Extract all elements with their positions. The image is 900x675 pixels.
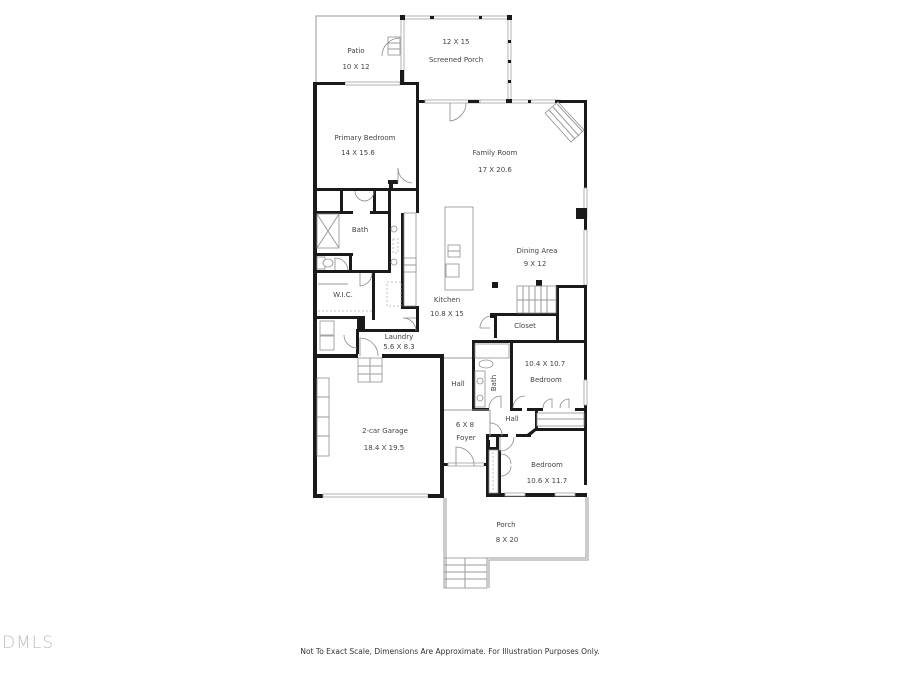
label-primary-bath: Bath: [352, 226, 368, 234]
label-closet: Closet: [514, 322, 536, 330]
porch-outline: [443, 497, 589, 588]
dims-family-room: 17 X 20.6: [478, 166, 512, 174]
label-patio: Patio: [347, 47, 364, 55]
label-laundry: Laundry: [385, 333, 414, 341]
label-family-room: Family Room: [473, 149, 518, 157]
exterior-walls: [313, 81, 588, 498]
interior-walls: [313, 100, 587, 497]
room-labels: Patio 10 X 12 12 X 15 Screened Porch Pri…: [333, 38, 567, 544]
patio-outline: [315, 15, 402, 82]
porch-steps: [443, 557, 488, 589]
fireplace-icon: [544, 101, 585, 143]
label-screened-porch: Screened Porch: [429, 56, 483, 64]
dims-patio: 10 X 12: [342, 63, 369, 71]
dims-kitchen: 10.8 X 15: [430, 310, 464, 318]
label-kitchen: Kitchen: [434, 296, 460, 304]
dims-foyer: 6 X 8: [456, 421, 474, 429]
label-porch: Porch: [496, 521, 515, 529]
watermark-logo: DMLS: [2, 633, 55, 653]
label-bedroom-2: Bedroom: [530, 376, 562, 384]
label-garage: 2-car Garage: [362, 427, 408, 435]
disclaimer-text: Not To Exact Scale, Dimensions Are Appro…: [300, 647, 600, 656]
label-bedroom-3: Bedroom: [531, 461, 563, 469]
dims-screened-porch: 12 X 15: [442, 38, 469, 46]
label-bath-2: Bath: [490, 375, 498, 391]
dims-garage: 18.4 X 19.5: [364, 444, 404, 452]
label-foyer: Foyer: [456, 434, 476, 442]
label-primary-bedroom: Primary Bedroom: [335, 134, 396, 142]
label-hall-1: Hall: [451, 380, 464, 388]
dims-laundry: 5.6 X 8.3: [383, 343, 415, 351]
door-swings: [334, 102, 570, 477]
label-dining-area: Dining Area: [517, 247, 558, 255]
patio-steps: [381, 36, 401, 57]
thin-partitions: [444, 357, 585, 436]
dims-porch: 8 X 20: [496, 536, 519, 544]
dims-primary-bedroom: 14 X 15.6: [341, 149, 375, 157]
dims-dining-area: 9 X 12: [524, 260, 547, 268]
dims-bedroom-3: 10.6 X 11.7: [527, 477, 567, 485]
label-wic: W.I.C.: [333, 291, 353, 299]
dims-bedroom-2: 10.4 X 10.7: [525, 360, 565, 368]
label-hall-2: Hall: [505, 415, 518, 423]
